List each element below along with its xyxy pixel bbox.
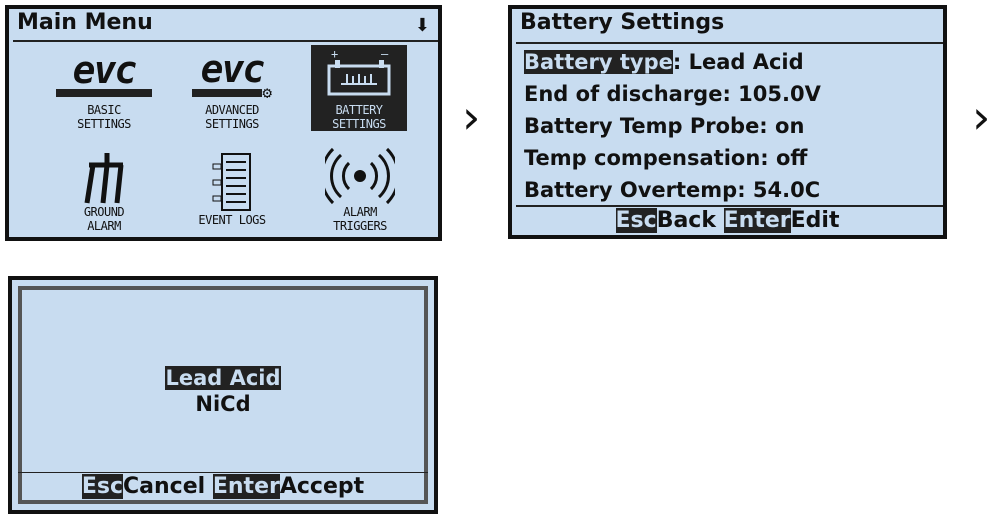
menu-item-label: ADVANCED bbox=[205, 103, 259, 117]
evc-logo-icon: evc bbox=[49, 45, 159, 103]
menu-item-label: SETTINGS bbox=[332, 117, 386, 131]
back-label: Back bbox=[656, 208, 724, 233]
divider bbox=[516, 205, 943, 207]
scroll-down-icon[interactable]: ⬇ bbox=[414, 15, 430, 36]
menu-item-label: TRIGGERS bbox=[333, 219, 387, 233]
menu-item-label: BASIC bbox=[87, 103, 121, 117]
footer-bar: EscCancel EnterAccept bbox=[12, 474, 434, 499]
menu-item-label: SETTINGS bbox=[77, 117, 131, 131]
ground-icon bbox=[49, 151, 159, 205]
cancel-label: Cancel bbox=[123, 474, 213, 499]
esc-key[interactable]: Esc bbox=[81, 474, 124, 499]
menu-item-event-logs[interactable]: EVENT LOGS bbox=[177, 151, 287, 227]
svg-text:+: + bbox=[331, 48, 338, 61]
menu-item-advanced-settings[interactable]: evc⚙ ADVANCED SETTINGS bbox=[177, 45, 287, 131]
option-nicd[interactable]: NiCd bbox=[195, 392, 251, 416]
menu-item-label: ALARM bbox=[87, 219, 121, 233]
setting-temp-compensation[interactable]: Temp compensation: off bbox=[524, 146, 808, 170]
next-arrow-icon: › bbox=[972, 90, 991, 144]
evc-gear-icon: evc⚙ bbox=[177, 45, 287, 103]
esc-key[interactable]: Esc bbox=[615, 208, 657, 233]
setting-label: Battery type bbox=[524, 50, 673, 74]
alarm-signal-icon bbox=[305, 147, 415, 205]
footer-bar: EscBack EnterEdit bbox=[512, 208, 943, 233]
battery-settings-screen: Battery Settings Battery type: Lead Acid… bbox=[508, 5, 947, 239]
svg-text:–: – bbox=[381, 48, 389, 61]
menu-item-battery-settings[interactable]: +– BATTERY SETTINGS bbox=[311, 45, 407, 131]
divider bbox=[13, 40, 438, 42]
menu-item-label: SETTINGS bbox=[205, 117, 259, 131]
divider bbox=[18, 472, 428, 473]
dialog-frame bbox=[18, 286, 428, 504]
menu-item-basic-settings[interactable]: evc BASIC SETTINGS bbox=[49, 45, 159, 131]
setting-battery-type[interactable]: Battery type: Lead Acid bbox=[524, 47, 804, 77]
enter-key[interactable]: Enter bbox=[723, 208, 791, 233]
menu-item-label: GROUND bbox=[83, 205, 125, 219]
setting-end-of-discharge[interactable]: End of discharge: 105.0V bbox=[524, 82, 821, 106]
battery-type-select-screen: Lead Acid NiCd EscCancel EnterAccept bbox=[8, 276, 438, 514]
menu-item-label: EVENT LOGS bbox=[198, 213, 266, 227]
option-lead-acid[interactable]: Lead Acid bbox=[165, 366, 281, 390]
page-title: Battery Settings bbox=[520, 10, 725, 35]
divider bbox=[516, 42, 943, 44]
page-title: Main Menu bbox=[17, 10, 153, 35]
menu-item-label: ALARM bbox=[343, 205, 377, 219]
setting-temp-probe[interactable]: Battery Temp Probe: on bbox=[524, 114, 805, 138]
setting-value: : Lead Acid bbox=[672, 50, 804, 74]
edit-label: Edit bbox=[790, 208, 840, 233]
enter-key[interactable]: Enter bbox=[212, 474, 280, 499]
main-menu-screen: Main Menu ⬇ evc BASIC SETTINGS evc⚙ ADVA… bbox=[5, 5, 442, 241]
battery-icon: +– bbox=[311, 45, 407, 103]
accept-label: Accept bbox=[279, 474, 365, 499]
next-arrow-icon: › bbox=[462, 90, 481, 144]
setting-overtemp[interactable]: Battery Overtemp: 54.0C bbox=[524, 178, 821, 202]
menu-item-alarm-triggers[interactable]: ALARM TRIGGERS bbox=[305, 147, 415, 233]
menu-item-label: BATTERY bbox=[335, 103, 383, 117]
log-list-icon bbox=[177, 151, 287, 213]
menu-item-ground-alarm[interactable]: GROUND ALARM bbox=[49, 151, 159, 233]
